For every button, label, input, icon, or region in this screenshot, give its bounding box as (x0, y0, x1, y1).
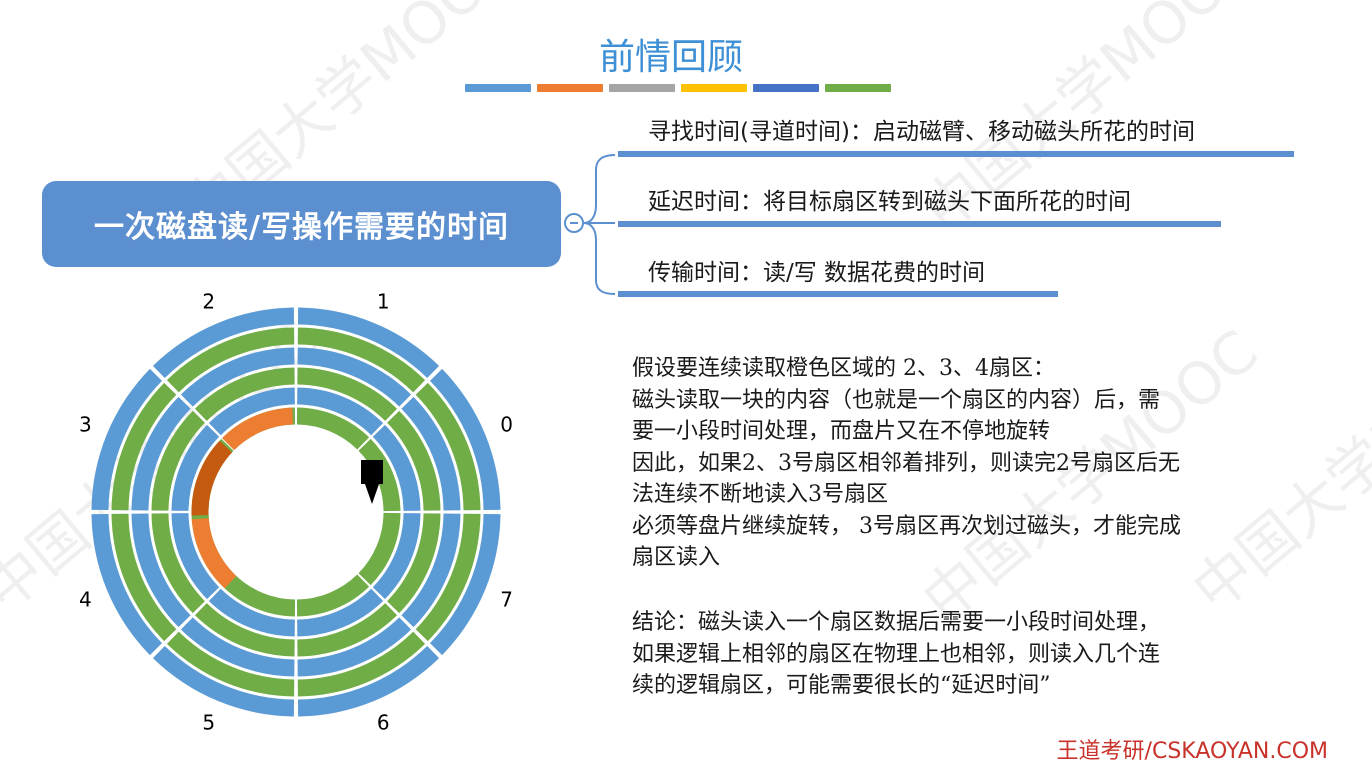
disk-sector (296, 407, 370, 450)
read-head-icon (361, 460, 383, 504)
disk-sector (297, 588, 384, 637)
branch-underline (618, 221, 1221, 227)
disk-sector (194, 367, 295, 421)
disk-sector (297, 645, 440, 717)
color-swatch (609, 84, 675, 92)
disk-sector (372, 424, 421, 511)
disk-sector (166, 631, 295, 697)
footer-brand: 王道考研/CSKAOYAN.COM (1056, 739, 1328, 764)
sector-label: 1 (377, 292, 390, 313)
description-line: 扇区读入 (632, 545, 721, 570)
sector-label: 2 (202, 292, 215, 313)
disk-sector (297, 603, 398, 657)
branch-rotational-latency: 延迟时间：将目标扇区转到磁头下面所花的时间 (648, 189, 1131, 215)
disk-sector (415, 513, 481, 642)
disk-sector (401, 513, 461, 628)
disk-sector (429, 513, 501, 656)
disk-sector (297, 617, 412, 677)
disk-sector (111, 382, 177, 511)
disk-sector (152, 307, 295, 379)
disk-sector (297, 327, 426, 393)
disk-sector (91, 513, 163, 656)
description-block: 假设要连续读取橙色区域的 2、3、4扇区： 磁头读取一块的内容（也就是一个扇区的… (632, 353, 1181, 574)
disk-sector (194, 603, 295, 657)
disk-sector (180, 617, 295, 677)
disk-sector (296, 574, 370, 617)
disk-sector (208, 387, 295, 436)
color-bar (465, 84, 891, 92)
disk-sector (180, 347, 295, 407)
disk-diagram: 0 1 2 3 4 5 6 7 (79, 292, 513, 732)
sector-label: 7 (500, 587, 513, 611)
branch-transfer-time: 传输时间：读/写 数据花费的时间 (648, 260, 986, 286)
disk-sector (208, 588, 295, 637)
sector-label: 5 (202, 711, 215, 732)
disk-sector (131, 513, 191, 628)
disk-sector (111, 513, 177, 642)
sector-label: 6 (377, 711, 390, 732)
disk-sector (401, 396, 461, 511)
description-line: 因此，如果2、3号扇区相邻着排列，则读完2号扇区后无 (632, 450, 1180, 476)
disk-sector (387, 513, 441, 614)
description-line: 假设要连续读取橙色区域的 2、3、4扇区： (632, 356, 1055, 381)
disk-sector (131, 396, 191, 511)
disk-sector (297, 307, 440, 379)
disk-sector (358, 512, 401, 586)
disk-sector (415, 382, 481, 511)
disk-sector (387, 410, 441, 511)
highlighted-sector (222, 407, 293, 451)
color-swatch (537, 84, 603, 92)
disk-sector (171, 424, 220, 511)
conclusion-block: 结论：磁头读入一个扇区数据后需要一小段时间处理， 如果逻辑上相邻的扇区在物理上也… (632, 607, 1160, 702)
description-line: 磁头读取一块的内容（也就是一个扇区的内容）后，需 (632, 387, 1161, 413)
disk-sector (166, 327, 295, 393)
disk-sector (297, 347, 412, 407)
color-swatch (825, 84, 891, 92)
branch-underline (618, 151, 1294, 157)
main-topic-label: 一次磁盘读/写操作需要的时间 (94, 210, 509, 245)
branch-seek-time: 寻找时间(寻道时间)：启动磁臂、移动磁头所花的时间 (648, 119, 1195, 145)
description-line: 要一小段时间处理，而盘片又在不停地旋转 (632, 419, 1051, 444)
sector-label: 3 (79, 413, 92, 437)
page-title: 前情回顾 (598, 37, 743, 78)
color-swatch (681, 84, 747, 92)
disk-sector (222, 574, 296, 617)
highlighted-sector (191, 518, 237, 589)
disk-sector (429, 368, 501, 511)
disk-sector (297, 631, 426, 697)
disk-sector (372, 513, 421, 600)
disk-sector (297, 367, 398, 421)
disk-sector (151, 410, 205, 511)
disk-sector (297, 387, 384, 436)
sector-label: 4 (79, 587, 92, 611)
conclusion-line: 如果逻辑上相邻的扇区在物理上也相邻，则读入几个连 (632, 641, 1161, 667)
conclusion-line: 结论：磁头读入一个扇区数据后需要一小段时间处理， (632, 610, 1161, 635)
description-line: 法连续不断地读入3号扇区 (632, 482, 888, 507)
disk-sector (171, 513, 220, 600)
color-swatch (753, 84, 819, 92)
conclusion-line: 续的逻辑扇区，可能需要很长的“延迟时间” (632, 673, 1051, 698)
disk-sector (151, 513, 205, 614)
branch-underline (618, 291, 1058, 297)
highlighted-sector (191, 440, 233, 516)
description-line: 必须等盘片继续旋转， 3号扇区再次划过磁头，才能完成 (632, 513, 1181, 539)
main-topic-node[interactable]: 一次磁盘读/写操作需要的时间 (42, 181, 561, 267)
sector-label: 0 (500, 413, 513, 437)
collapse-toggle-icon[interactable] (564, 213, 584, 233)
disk-sector (91, 368, 163, 511)
disk-sector (152, 645, 295, 717)
color-swatch (465, 84, 531, 92)
